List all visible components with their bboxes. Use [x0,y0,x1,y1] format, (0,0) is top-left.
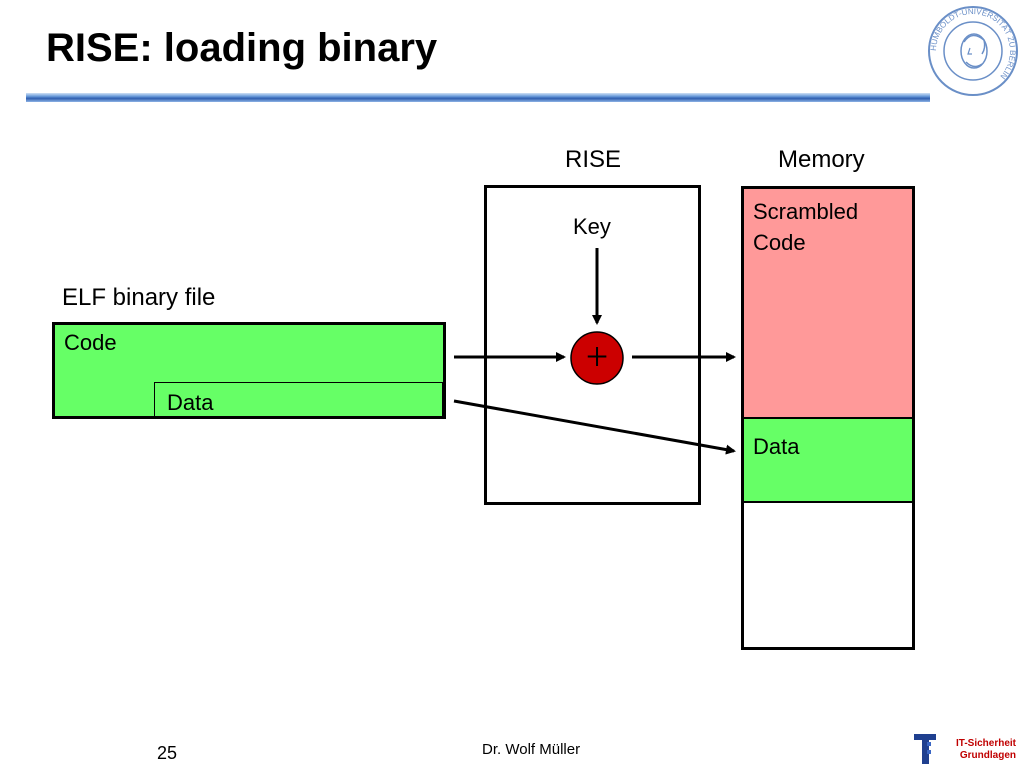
xor-operator-icon [570,331,624,385]
data-to-memory-arrow [453,399,736,455]
elf-data-subbox [154,382,443,417]
elf-data-label: Data [167,390,214,415]
memory-data-label: Data [753,434,800,459]
author-credit: Dr. Wolf Müller [482,741,581,758]
logo-line2: Grundlagen [959,750,1016,761]
logo-line1: IT-Sicherheit [955,738,1016,749]
elf-code-label: Code [64,330,117,355]
slide-title: RISE: loading binary [46,26,438,70]
key-label: Key [573,214,611,239]
xor-symbol: + [585,334,609,379]
title-underline-bar [26,93,930,102]
elf-label: ELF binary file [62,284,216,311]
scrambled-label-line1: Scrambled [753,199,859,224]
memory-label: Memory [778,146,865,173]
university-seal-icon: HUMBOLDT-UNIVERSITÄT ZU BERLIN [928,6,1018,96]
scrambled-label-line2: Code [753,230,806,255]
it-security-logo-icon [914,734,936,764]
memory-data-region [744,417,912,503]
memory-scrambled-region [744,189,912,417]
page-number: 25 [157,743,178,763]
rise-label: RISE [565,146,622,173]
